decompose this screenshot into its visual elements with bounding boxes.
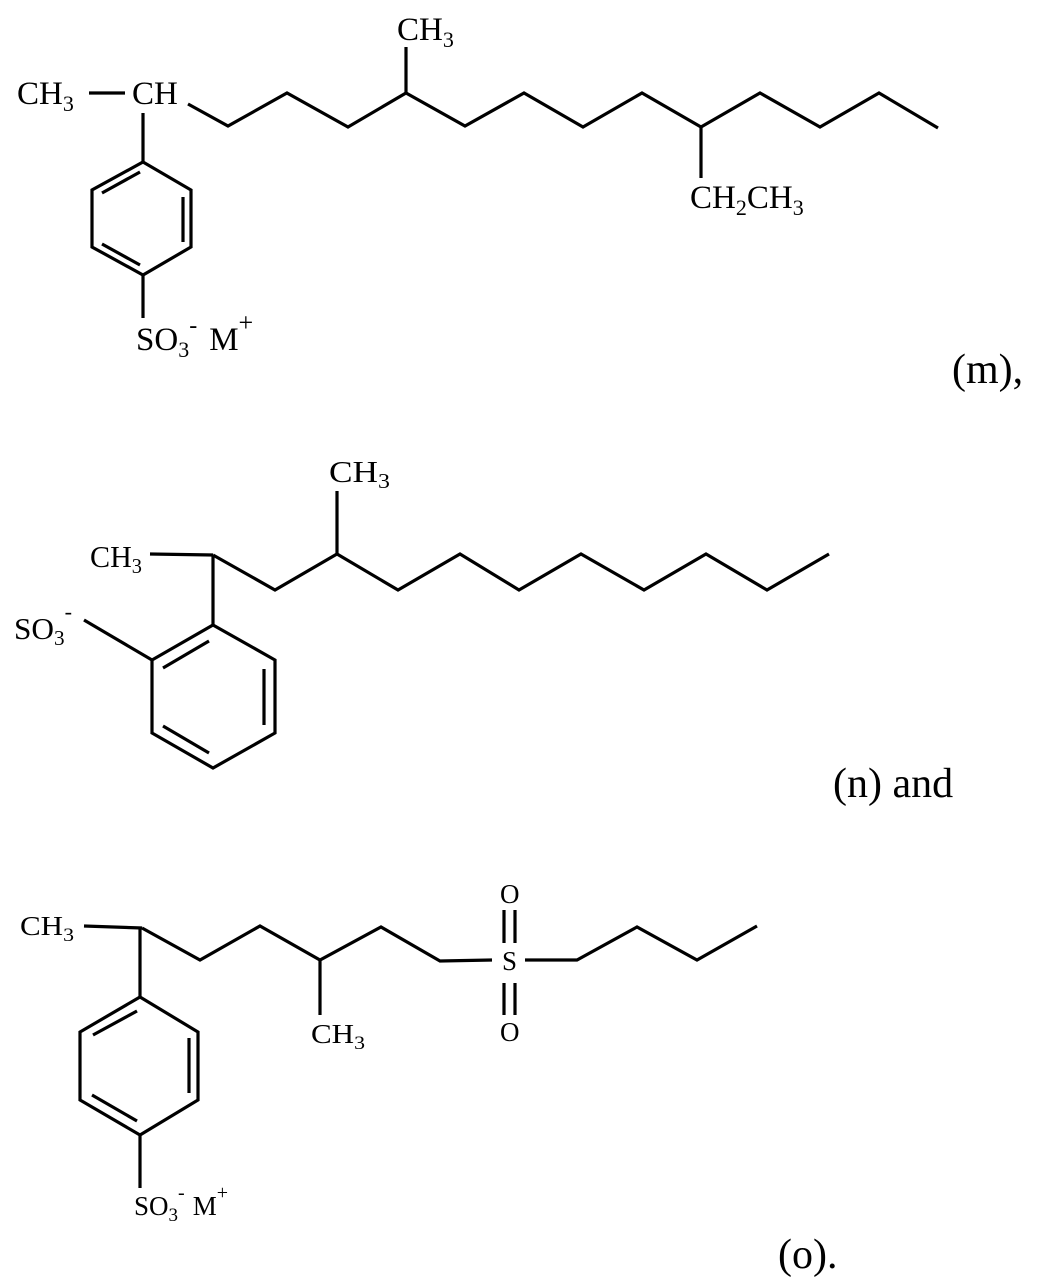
alkyl-chain (213, 554, 829, 590)
top-methyl-label: CH3 (329, 454, 390, 493)
double-bond-inner (163, 726, 209, 753)
bond (84, 926, 142, 928)
sulfonate-label: SO3- (14, 599, 72, 650)
left-methyl-label: CH3 (90, 539, 142, 578)
double-bond-inner (93, 1011, 137, 1035)
benzene-ring (80, 997, 198, 1135)
double-bond-inner (92, 1095, 137, 1121)
sulfonate-label: SO3-M+ (134, 1182, 228, 1226)
caption-n: (n) and (833, 761, 953, 807)
benzene-ring (92, 162, 191, 275)
structure-n: CH3 SO3- CH3 (n) and (14, 454, 953, 807)
oxygen-top-label: O (500, 879, 520, 909)
structure-m: CH3 CH SO3-M+ CH3 CH2CH3 (m), (17, 12, 1023, 393)
alkyl-chain (188, 93, 938, 128)
caption-m: (m), (952, 347, 1023, 393)
bond (84, 620, 152, 660)
sulfur-label: S (502, 946, 517, 976)
alkyl-chain (142, 926, 492, 961)
caption-o: (o). (778, 1232, 837, 1278)
oxygen-bottom-label: O (500, 1017, 520, 1047)
left-methyl-label: CH3 (17, 76, 74, 116)
structure-o: CH3 SO3-M+ CH3 S O O (o). (20, 879, 837, 1278)
left-methyl-label: CH3 (20, 911, 74, 946)
butyl-chain (525, 926, 757, 960)
double-bond-inner (163, 641, 209, 668)
bond (150, 554, 213, 555)
top-methyl-label: CH3 (397, 12, 454, 52)
bottom-methyl-label: CH3 (311, 1019, 365, 1054)
methine-label: CH (132, 76, 178, 112)
sulfonate-label: SO3-M+ (136, 308, 253, 362)
ethyl-label: CH2CH3 (690, 180, 804, 220)
benzene-ring (152, 625, 275, 768)
